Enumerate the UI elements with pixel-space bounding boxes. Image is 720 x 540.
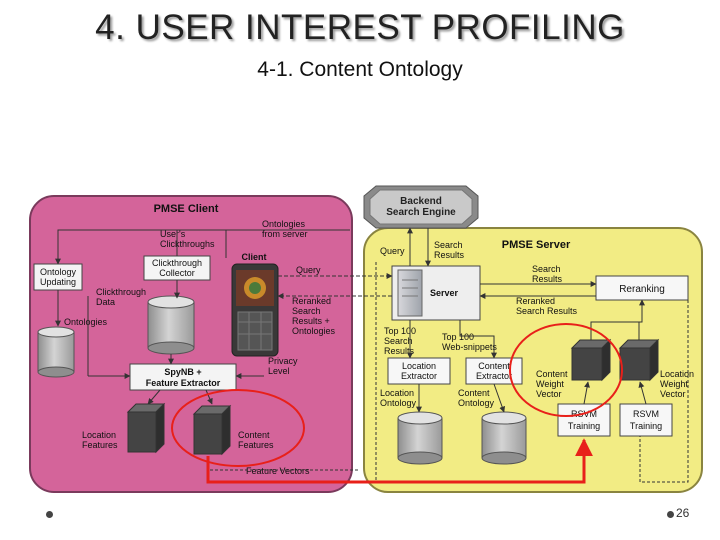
- server-node: Server: [391, 265, 481, 321]
- reranked-results-label-2: Search: [292, 306, 321, 316]
- client-text-labels: User's Clickthroughs Ontologies from ser…: [64, 219, 336, 476]
- backend-label-1: Backend: [400, 196, 442, 207]
- privacy-level-label-1: Privacy: [268, 356, 298, 366]
- search-results-top-label-2: Results: [434, 250, 465, 260]
- rsvm-training-node-1: RSVM Training: [557, 403, 611, 437]
- content-ontology-cylinder: [481, 411, 527, 465]
- location-weight-vector-label-1: Location: [660, 369, 694, 379]
- location-weight-vector-label-2: Weight: [660, 379, 688, 389]
- top100-web-snippets-label-1: Top 100: [442, 332, 474, 342]
- location-features-label-2: Features: [82, 440, 118, 450]
- content-weight-vector-label-2: Weight: [536, 379, 564, 389]
- location-extractor-label-1: Location: [402, 361, 436, 371]
- reranked-search-results-label-2: Search Results: [516, 306, 578, 316]
- rsvm-training-node-2: RSVM Training: [619, 403, 673, 437]
- ontologies-label: Ontologies: [64, 317, 108, 327]
- search-results-top-label-1: Search: [434, 240, 463, 250]
- connector-lines: [55, 227, 689, 483]
- location-ontology-label-2: Ontology: [380, 398, 417, 408]
- server-title: PMSE Server: [502, 239, 571, 251]
- spynb-feature-extractor-node: SpyNB + Feature Extractor: [129, 363, 237, 391]
- footer-right-dot: [667, 511, 674, 518]
- ontologies-from-server-label-2: from server: [262, 229, 308, 239]
- page-number: 26: [676, 506, 690, 520]
- spynb-label-2: Feature Extractor: [146, 378, 221, 388]
- location-weight-vector-label-3: Vector: [660, 389, 686, 399]
- content-ontology-label-1: Content: [458, 388, 490, 398]
- client-ontologies-cylinder: [37, 326, 75, 378]
- rsvm1-label-2: Training: [568, 421, 600, 431]
- slide-subtitle: 4-1. Content Ontology: [257, 58, 463, 81]
- feature-vectors-label: Feature Vectors: [246, 466, 310, 476]
- content-extractor-label-1: Content: [478, 361, 510, 371]
- content-weight-vector-cube: [570, 338, 612, 382]
- top100-web-snippets-label-2: Web-snippets: [442, 342, 497, 352]
- content-weight-vector-highlight: [509, 323, 623, 417]
- red-highlights: [171, 323, 623, 484]
- location-features-cube: [126, 402, 166, 454]
- ontology-updating-label-1: Ontology: [40, 267, 77, 277]
- clickthrough-collector-label-1: Clickthrough: [152, 258, 202, 268]
- client-clickthrough-cylinder: [147, 295, 195, 355]
- top100-search-results-label-2: Search: [384, 336, 413, 346]
- reranking-label: Reranking: [619, 284, 665, 295]
- content-ontology-label-2: Ontology: [458, 398, 495, 408]
- content-extractor-label-2: Extractor: [476, 371, 512, 381]
- location-ontology-label-1: Location: [380, 388, 414, 398]
- slide-title: 4. USER INTEREST PROFILING: [95, 8, 625, 47]
- search-results-right-label-2: Results: [532, 274, 563, 284]
- reranked-results-label-1: Reranked: [292, 296, 331, 306]
- backend-label-2: Search Engine: [386, 207, 456, 218]
- query-client-label: Query: [296, 265, 321, 275]
- content-features-highlight: [171, 389, 305, 467]
- ontology-updating-node: Ontology Updating: [33, 263, 83, 291]
- reranked-search-results-label-1: Reranked: [516, 296, 555, 306]
- client-label: Client: [241, 252, 266, 262]
- clickthrough-collector-label-2: Collector: [159, 268, 195, 278]
- reranking-node: Reranking: [595, 275, 689, 301]
- ontologies-from-server-label-1: Ontologies: [262, 219, 306, 229]
- location-features-label-1: Location: [82, 430, 116, 440]
- rsvm2-label-2: Training: [630, 421, 662, 431]
- footer-left-dot: [46, 511, 53, 518]
- clickthrough-data-label-1: Clickthrough: [96, 287, 146, 297]
- users-clickthroughs-label-2: Clickthroughs: [160, 239, 215, 249]
- clickthrough-collector-node: Clickthrough Collector: [143, 255, 211, 281]
- location-ontology-cylinder: [397, 411, 443, 465]
- content-features-label-2: Features: [238, 440, 274, 450]
- server-text-labels: Query Search Results Search Results Rera…: [380, 240, 694, 408]
- clickthrough-data-label-2: Data: [96, 297, 115, 307]
- feature-path-highlight: [206, 438, 593, 484]
- client-phone-icon: Client: [231, 252, 279, 357]
- rsvm2-label-1: RSVM: [633, 409, 659, 419]
- search-results-right-label-1: Search: [532, 264, 561, 274]
- content-features-label-1: Content: [238, 430, 270, 440]
- spynb-label-1: SpyNB +: [164, 367, 201, 377]
- top100-search-results-label-3: Results: [384, 346, 415, 356]
- privacy-level-label-2: Level: [268, 366, 290, 376]
- backend-search-engine-node: Backend Search Engine: [363, 185, 479, 229]
- ontology-updating-label-2: Updating: [40, 277, 76, 287]
- content-features-cube: [192, 404, 232, 456]
- content-weight-vector-label-3: Vector: [536, 389, 562, 399]
- client-title: PMSE Client: [154, 203, 219, 215]
- location-weight-vector-cube: [618, 338, 660, 382]
- users-clickthroughs-label-1: User's: [160, 229, 186, 239]
- content-weight-vector-label-1: Content: [536, 369, 568, 379]
- query-server-label: Query: [380, 246, 405, 256]
- location-extractor-label-2: Extractor: [401, 371, 437, 381]
- reranked-results-label-4: Ontologies: [292, 326, 336, 336]
- top100-search-results-label-1: Top 100: [384, 326, 416, 336]
- server-label: Server: [430, 288, 459, 298]
- location-extractor-node: Location Extractor: [387, 357, 451, 385]
- reranked-results-label-3: Results +: [292, 316, 330, 326]
- content-extractor-node: Content Extractor: [465, 357, 523, 385]
